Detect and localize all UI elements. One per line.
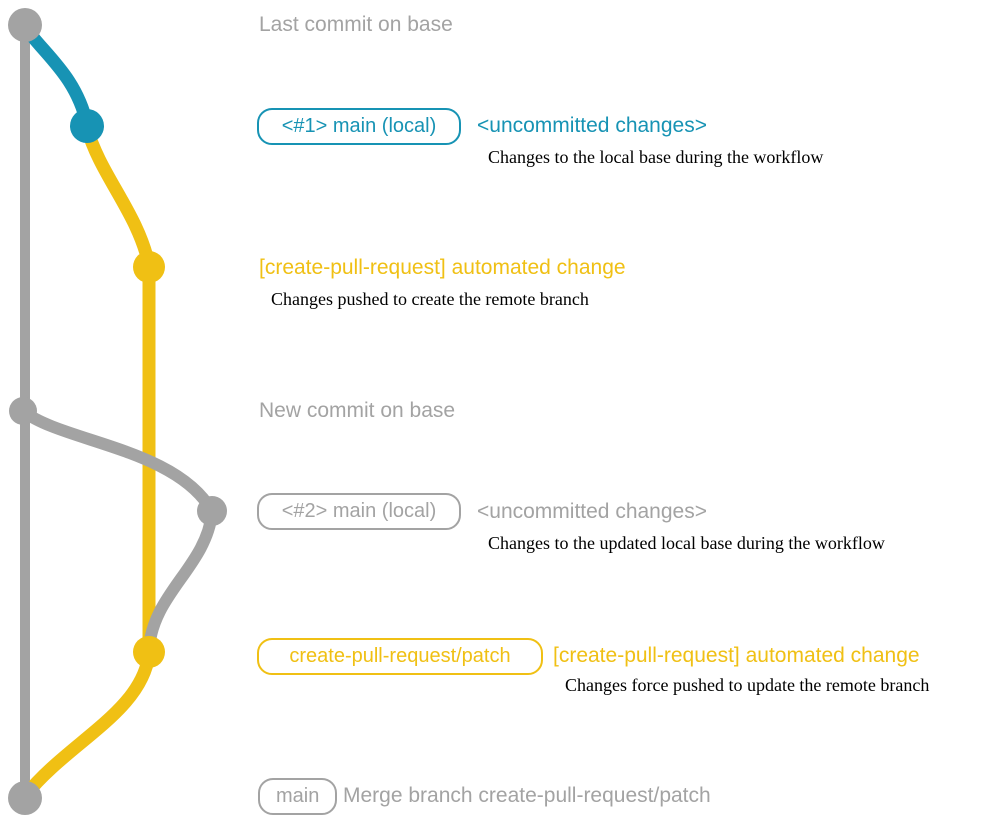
title-automated-change-1: [create-pull-request] automated change bbox=[259, 256, 626, 279]
merge-curve bbox=[18, 647, 156, 803]
branch-badge-create-pull-request-patch: create-pull-request/patch bbox=[257, 638, 543, 675]
status-uncommitted-changes-2: <uncommitted changes> bbox=[477, 500, 707, 523]
desc-force-pushed-update: Changes force pushed to update the remot… bbox=[565, 675, 930, 695]
branch-badge-main-local-2: <#2> main (local) bbox=[257, 493, 461, 530]
desc-pushed-to-create: Changes pushed to create the remote bran… bbox=[271, 289, 589, 309]
label-last-commit-on-base: Last commit on base bbox=[259, 13, 453, 36]
commit-dot-automated-change-1 bbox=[133, 251, 165, 283]
label-new-commit-on-base: New commit on base bbox=[259, 399, 456, 422]
local-main-branch-curve bbox=[18, 20, 94, 131]
commit-dot-automated-change-2 bbox=[133, 636, 165, 668]
branch-badge-label: <#2> main (local) bbox=[281, 500, 437, 522]
commit-dot-last-base bbox=[8, 8, 42, 42]
branch-badge-label: main bbox=[276, 785, 320, 807]
branch-badge-label: <#1> main (local) bbox=[281, 115, 437, 137]
commit-dot-main-local-1 bbox=[70, 109, 104, 143]
git-graph bbox=[8, 8, 227, 815]
commit-dot-main-local-2 bbox=[197, 496, 227, 526]
commit-dot-new-base bbox=[9, 397, 37, 425]
branch-badge-main: main bbox=[258, 778, 338, 815]
desc-local-base-changes: Changes to the local base during the wor… bbox=[488, 147, 824, 167]
commit-dot-merge bbox=[8, 781, 42, 815]
desc-updated-local-base-changes: Changes to the updated local base during… bbox=[488, 533, 885, 553]
branch-badge-label: create-pull-request/patch bbox=[289, 645, 511, 667]
label-merge-branch: Merge branch create-pull-request/patch bbox=[343, 784, 711, 807]
base-update-curve bbox=[17, 405, 218, 517]
patch-branch-curve bbox=[80, 121, 156, 272]
rebase-curve bbox=[143, 507, 218, 656]
status-uncommitted-changes-1: <uncommitted changes> bbox=[477, 114, 707, 137]
branch-badge-main-local-1: <#1> main (local) bbox=[257, 108, 461, 145]
title-automated-change-2: [create-pull-request] automated change bbox=[553, 644, 920, 667]
